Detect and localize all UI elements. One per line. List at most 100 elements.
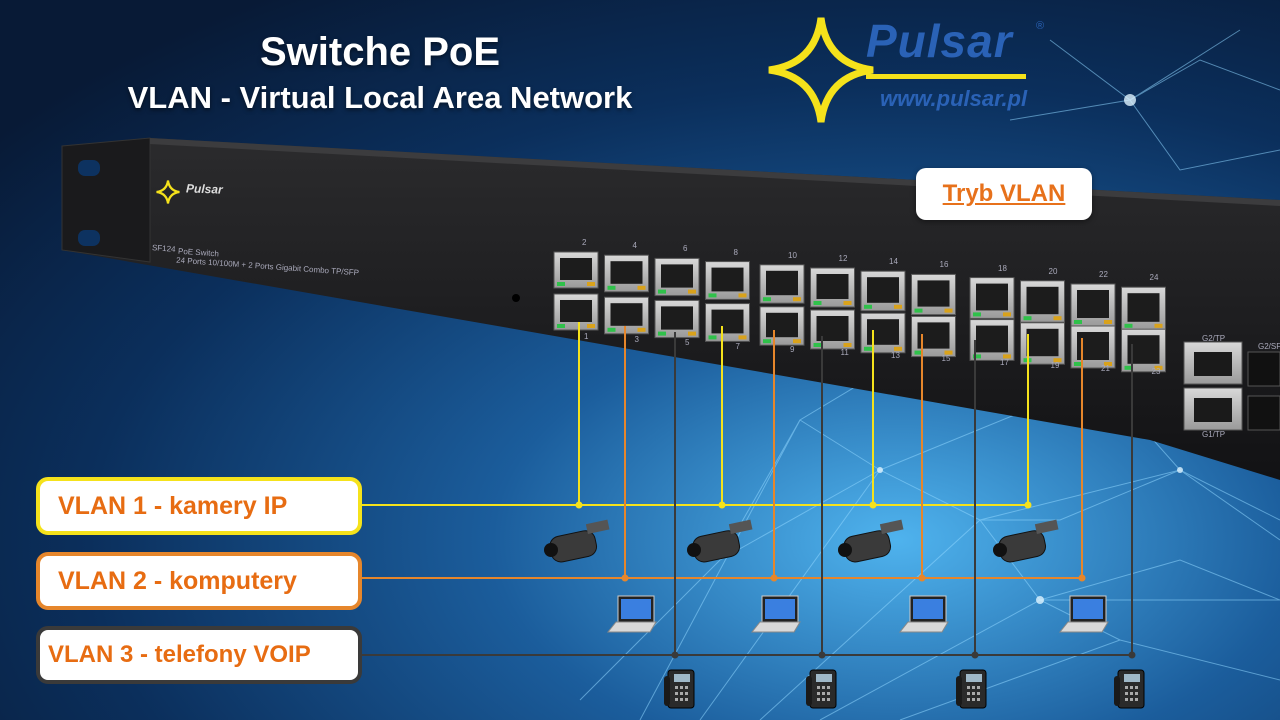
junction-dot bbox=[1024, 501, 1032, 509]
camera-icon bbox=[687, 519, 753, 563]
vlan-3-label-box: VLAN 3 - telefony VOIP bbox=[36, 626, 362, 684]
port-led bbox=[763, 297, 771, 302]
junction-dot bbox=[818, 651, 826, 659]
port-socket bbox=[1077, 290, 1109, 318]
port-number-bottom: 1 bbox=[584, 332, 589, 341]
port-led bbox=[1154, 365, 1163, 370]
port-number-bottom: 15 bbox=[941, 354, 951, 364]
port-led bbox=[894, 346, 902, 351]
port-led bbox=[793, 339, 801, 344]
port-led bbox=[843, 301, 852, 305]
port-socket bbox=[816, 274, 849, 299]
port-socket bbox=[661, 306, 693, 330]
port-socket bbox=[610, 303, 643, 326]
end-devices bbox=[544, 519, 1145, 709]
port-socket bbox=[1026, 286, 1059, 315]
port-led bbox=[658, 289, 666, 294]
junction-dot bbox=[770, 574, 778, 582]
phone-icon bbox=[806, 669, 837, 709]
logo-url: www.pulsar.pl bbox=[880, 86, 1028, 111]
port-socket bbox=[1026, 328, 1059, 357]
port-led bbox=[637, 327, 646, 332]
page-title: Switche PoE bbox=[259, 30, 501, 74]
vlan-mode-button[interactable]: Tryb VLAN bbox=[916, 168, 1092, 220]
laptop-icon bbox=[750, 595, 801, 633]
vlan-1-label: VLAN 1 - kamery IP bbox=[58, 491, 288, 520]
reset-button bbox=[512, 294, 520, 302]
rack-hole bbox=[78, 160, 100, 176]
port-number-top: 6 bbox=[683, 244, 688, 254]
port-number-top: 14 bbox=[889, 257, 898, 267]
port-number-top: 8 bbox=[733, 247, 738, 257]
logo-brand: Pulsar bbox=[866, 15, 1013, 67]
port-number-bottom: 23 bbox=[1151, 367, 1161, 377]
junction-dot bbox=[1128, 651, 1136, 659]
port-led bbox=[1003, 312, 1011, 317]
port-led bbox=[708, 335, 717, 340]
vlan-2-label-box: VLAN 2 - komputery bbox=[36, 552, 362, 610]
port-led bbox=[658, 331, 666, 336]
page-subtitle: VLAN - Virtual Local Area Network bbox=[127, 80, 633, 115]
port-number-top: 20 bbox=[1048, 266, 1058, 276]
port-socket bbox=[766, 312, 798, 338]
port-led bbox=[944, 350, 953, 355]
phone-icon bbox=[956, 669, 987, 709]
junction-dot bbox=[575, 501, 583, 509]
port-socket bbox=[560, 300, 592, 322]
port-led bbox=[973, 354, 981, 359]
port-led bbox=[587, 282, 595, 286]
port-number-bottom: 7 bbox=[735, 341, 740, 351]
junction-dot bbox=[918, 574, 926, 582]
pulsar-star-icon bbox=[768, 17, 874, 123]
port-socket bbox=[610, 261, 643, 284]
port-led bbox=[973, 312, 981, 317]
port-number-top: 18 bbox=[998, 263, 1007, 273]
port-socket bbox=[711, 267, 744, 292]
camera-icon bbox=[544, 519, 610, 563]
port-number-top: 10 bbox=[788, 250, 797, 260]
port-led bbox=[864, 346, 872, 351]
port-socket bbox=[976, 325, 1008, 353]
port-led bbox=[688, 331, 696, 336]
port-number-bottom: 13 bbox=[891, 351, 900, 361]
port-led bbox=[557, 324, 565, 328]
port-led bbox=[1074, 320, 1082, 324]
port-led bbox=[1104, 320, 1112, 324]
port-socket bbox=[867, 319, 899, 345]
device-brand: Pulsar bbox=[185, 181, 223, 197]
port-led bbox=[1003, 354, 1011, 359]
logo-underline bbox=[866, 74, 1026, 79]
port-led bbox=[763, 339, 771, 344]
port-led bbox=[864, 304, 872, 309]
vlan-3-label: VLAN 3 - telefony VOIP bbox=[48, 641, 311, 668]
port-socket bbox=[976, 283, 1008, 311]
port-led bbox=[607, 285, 616, 290]
port-number-top: 16 bbox=[939, 260, 949, 270]
device-star-icon bbox=[156, 180, 180, 204]
port-number-bottom: 17 bbox=[1000, 357, 1009, 367]
device-model: SF124 bbox=[151, 243, 176, 254]
laptop-icon bbox=[1058, 595, 1109, 633]
junction-dot bbox=[1078, 574, 1086, 582]
port-socket bbox=[1127, 293, 1160, 322]
uplink-label: G2/TP bbox=[1202, 334, 1226, 343]
logo-registered: ® bbox=[1036, 20, 1045, 32]
camera-icon bbox=[993, 519, 1059, 563]
port-led bbox=[557, 282, 565, 286]
port-led bbox=[793, 297, 801, 302]
port-number-bottom: 21 bbox=[1101, 364, 1110, 373]
port-led bbox=[813, 343, 822, 347]
port-number-top: 24 bbox=[1149, 273, 1159, 283]
port-number-top: 4 bbox=[632, 241, 637, 251]
phone-icon bbox=[664, 669, 695, 709]
port-number-bottom: 3 bbox=[634, 335, 639, 345]
port-led bbox=[708, 293, 717, 298]
uplink-ports bbox=[1183, 341, 1280, 431]
port-led bbox=[1023, 316, 1032, 321]
port-led bbox=[894, 304, 902, 309]
port-led bbox=[688, 289, 696, 294]
port-number-bottom: 5 bbox=[685, 338, 690, 348]
port-led bbox=[738, 293, 747, 298]
port-number-bottom: 11 bbox=[840, 348, 849, 357]
junction-dot bbox=[671, 651, 679, 659]
